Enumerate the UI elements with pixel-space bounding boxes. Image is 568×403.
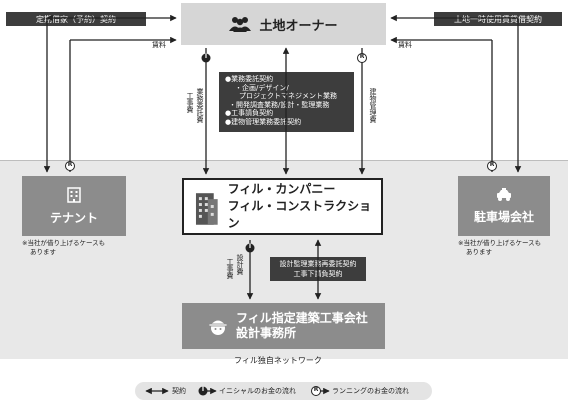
people-icon [229,17,252,32]
running-badge-letter: R [313,386,319,393]
running-badge-letter: R [359,53,365,60]
running-badge-letter: R [67,161,73,168]
top-right-contract-box: 土地一時使用賃貸借契約 [434,12,562,26]
parking-box: 駐車場会社 [458,176,550,236]
initial-badge-letter: I [204,53,208,60]
parking-note-line2: あります [466,248,492,256]
fil-company-box: フィル・カンパニー フィル・コンストラクション [182,178,383,235]
tenant-note-line1: ※当社が借り上げるケースも [22,239,106,247]
left-vertical-fee-1: 業務委託費 [196,88,204,123]
center-contract-item: ●建物管理業務委託契約 [225,117,302,126]
land-owner-label: 土地オーナー [259,18,338,34]
running-badge-letter: R [489,161,495,168]
legend-initial-label: イニシャルのお金の流れ [219,387,296,395]
fil-construction-name: フィル・コンストラクション [227,199,372,230]
lower-vertical-fee-2: 工事費 [226,258,234,279]
building-icon [67,186,81,203]
tenant-note-line2: あります [30,248,56,256]
network-label: フィル独自ネットワーク [234,356,322,365]
contractor-line1: フィル指定建築工事会社 [236,311,368,325]
parking-note-line1: ※当社が借り上げるケースも [458,239,542,247]
legend-box [135,382,432,400]
center-contract-item: ●工事請負契約 [225,109,274,118]
left-vertical-fee-2: 工事費 [186,92,194,113]
worker-helmet-icon [208,319,228,335]
right-vertical-fee: 建物管理費 [369,88,377,123]
top-right-fee: 賃料 [398,41,412,49]
center-contract-item: ●業務委託契約 [225,75,274,83]
building-icon [195,192,218,225]
lower-vertical-fee-1: 設計費 [236,254,244,275]
land-owner-box: 土地オーナー [181,3,386,45]
center-contract-item: ・企画/デザイン/ [235,83,289,92]
center-contract-item: ・開発調査業務/設計・監理業務 [229,100,330,109]
initial-badge-letter: I [248,243,252,250]
contractor-line2: 設計事務所 [236,326,297,340]
badge-circles [65,53,497,396]
tenant-box: テナント [22,176,126,236]
tenant-label: テナント [49,210,98,225]
tenant-note: ※当社が借り上げるケースも あります [22,239,105,257]
initial-badge-letter: I [201,386,205,393]
fil-company-name: フィル・カンパニー [227,182,336,196]
top-right-contract-label: 土地一時使用賃貸借契約 [454,14,542,24]
parking-note: ※当社が借り上げるケースも あります [458,239,541,257]
legend-contract-label: 契約 [172,387,186,395]
legend-running-label: ランニングのお金の流れ [332,387,409,395]
top-left-fee: 賃料 [152,41,166,49]
parking-label: 駐車場会社 [473,209,534,224]
contractor-box: フィル指定建築工事会社 設計事務所 [182,303,385,349]
car-icon [497,187,511,201]
